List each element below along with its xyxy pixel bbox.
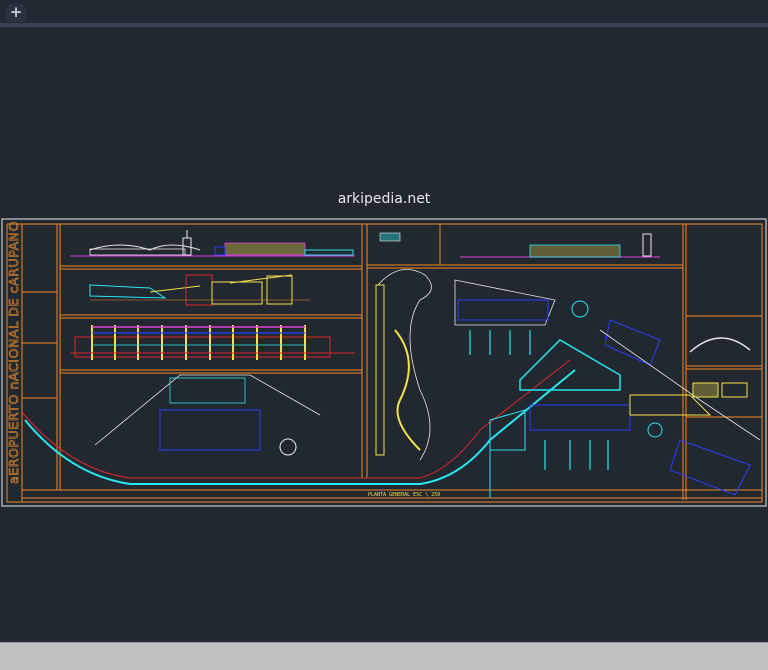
plan-label: PLANTA GENERAL ESC \ 250 xyxy=(368,492,440,498)
drawing-title: aEROPUERTO nACIONAL DE cARUPANO xyxy=(6,221,21,484)
section-view-2 xyxy=(70,325,355,360)
site-plan-runway xyxy=(375,232,432,461)
section-view-1 xyxy=(89,274,310,306)
title-block-frame xyxy=(6,223,763,503)
plus-icon: + xyxy=(9,3,23,21)
elevation-view-1 xyxy=(70,230,355,257)
cad-drawing: aEROPUERTO nACIONAL DE cARUPANO xyxy=(1,218,767,507)
new-tab-button[interactable]: + xyxy=(6,4,26,22)
tab-bar: + xyxy=(0,0,768,23)
watermark: arkipedia.net xyxy=(337,191,431,207)
cad-viewer-canvas[interactable]: aEROPUERTO nACIONAL DE cARUPANO xyxy=(0,27,768,642)
general-plan xyxy=(21,279,761,498)
sheet-border xyxy=(1,218,767,507)
elevation-view-2 xyxy=(460,233,660,258)
tab-divider xyxy=(0,23,768,27)
status-bar xyxy=(0,642,768,670)
